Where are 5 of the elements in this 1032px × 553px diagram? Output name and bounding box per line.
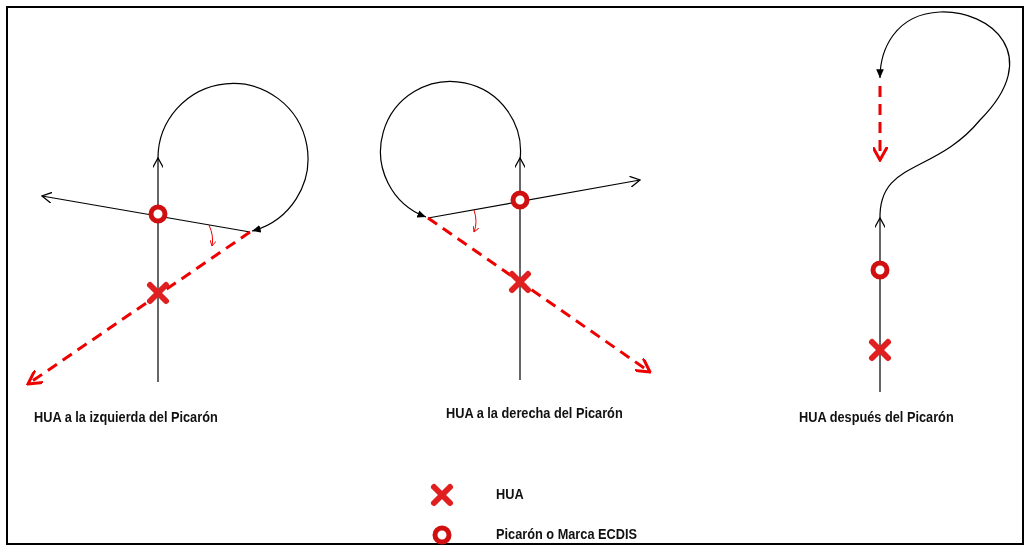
caption: HUA a la izquierda del Picarón: [34, 408, 218, 425]
caption: HUA a la derecha del Picarón: [446, 404, 623, 421]
legend-label: HUA: [496, 485, 524, 502]
legend-label: Picarón o Marca ECDIS: [496, 525, 637, 542]
caption: HUA después del Picarón: [799, 408, 954, 425]
